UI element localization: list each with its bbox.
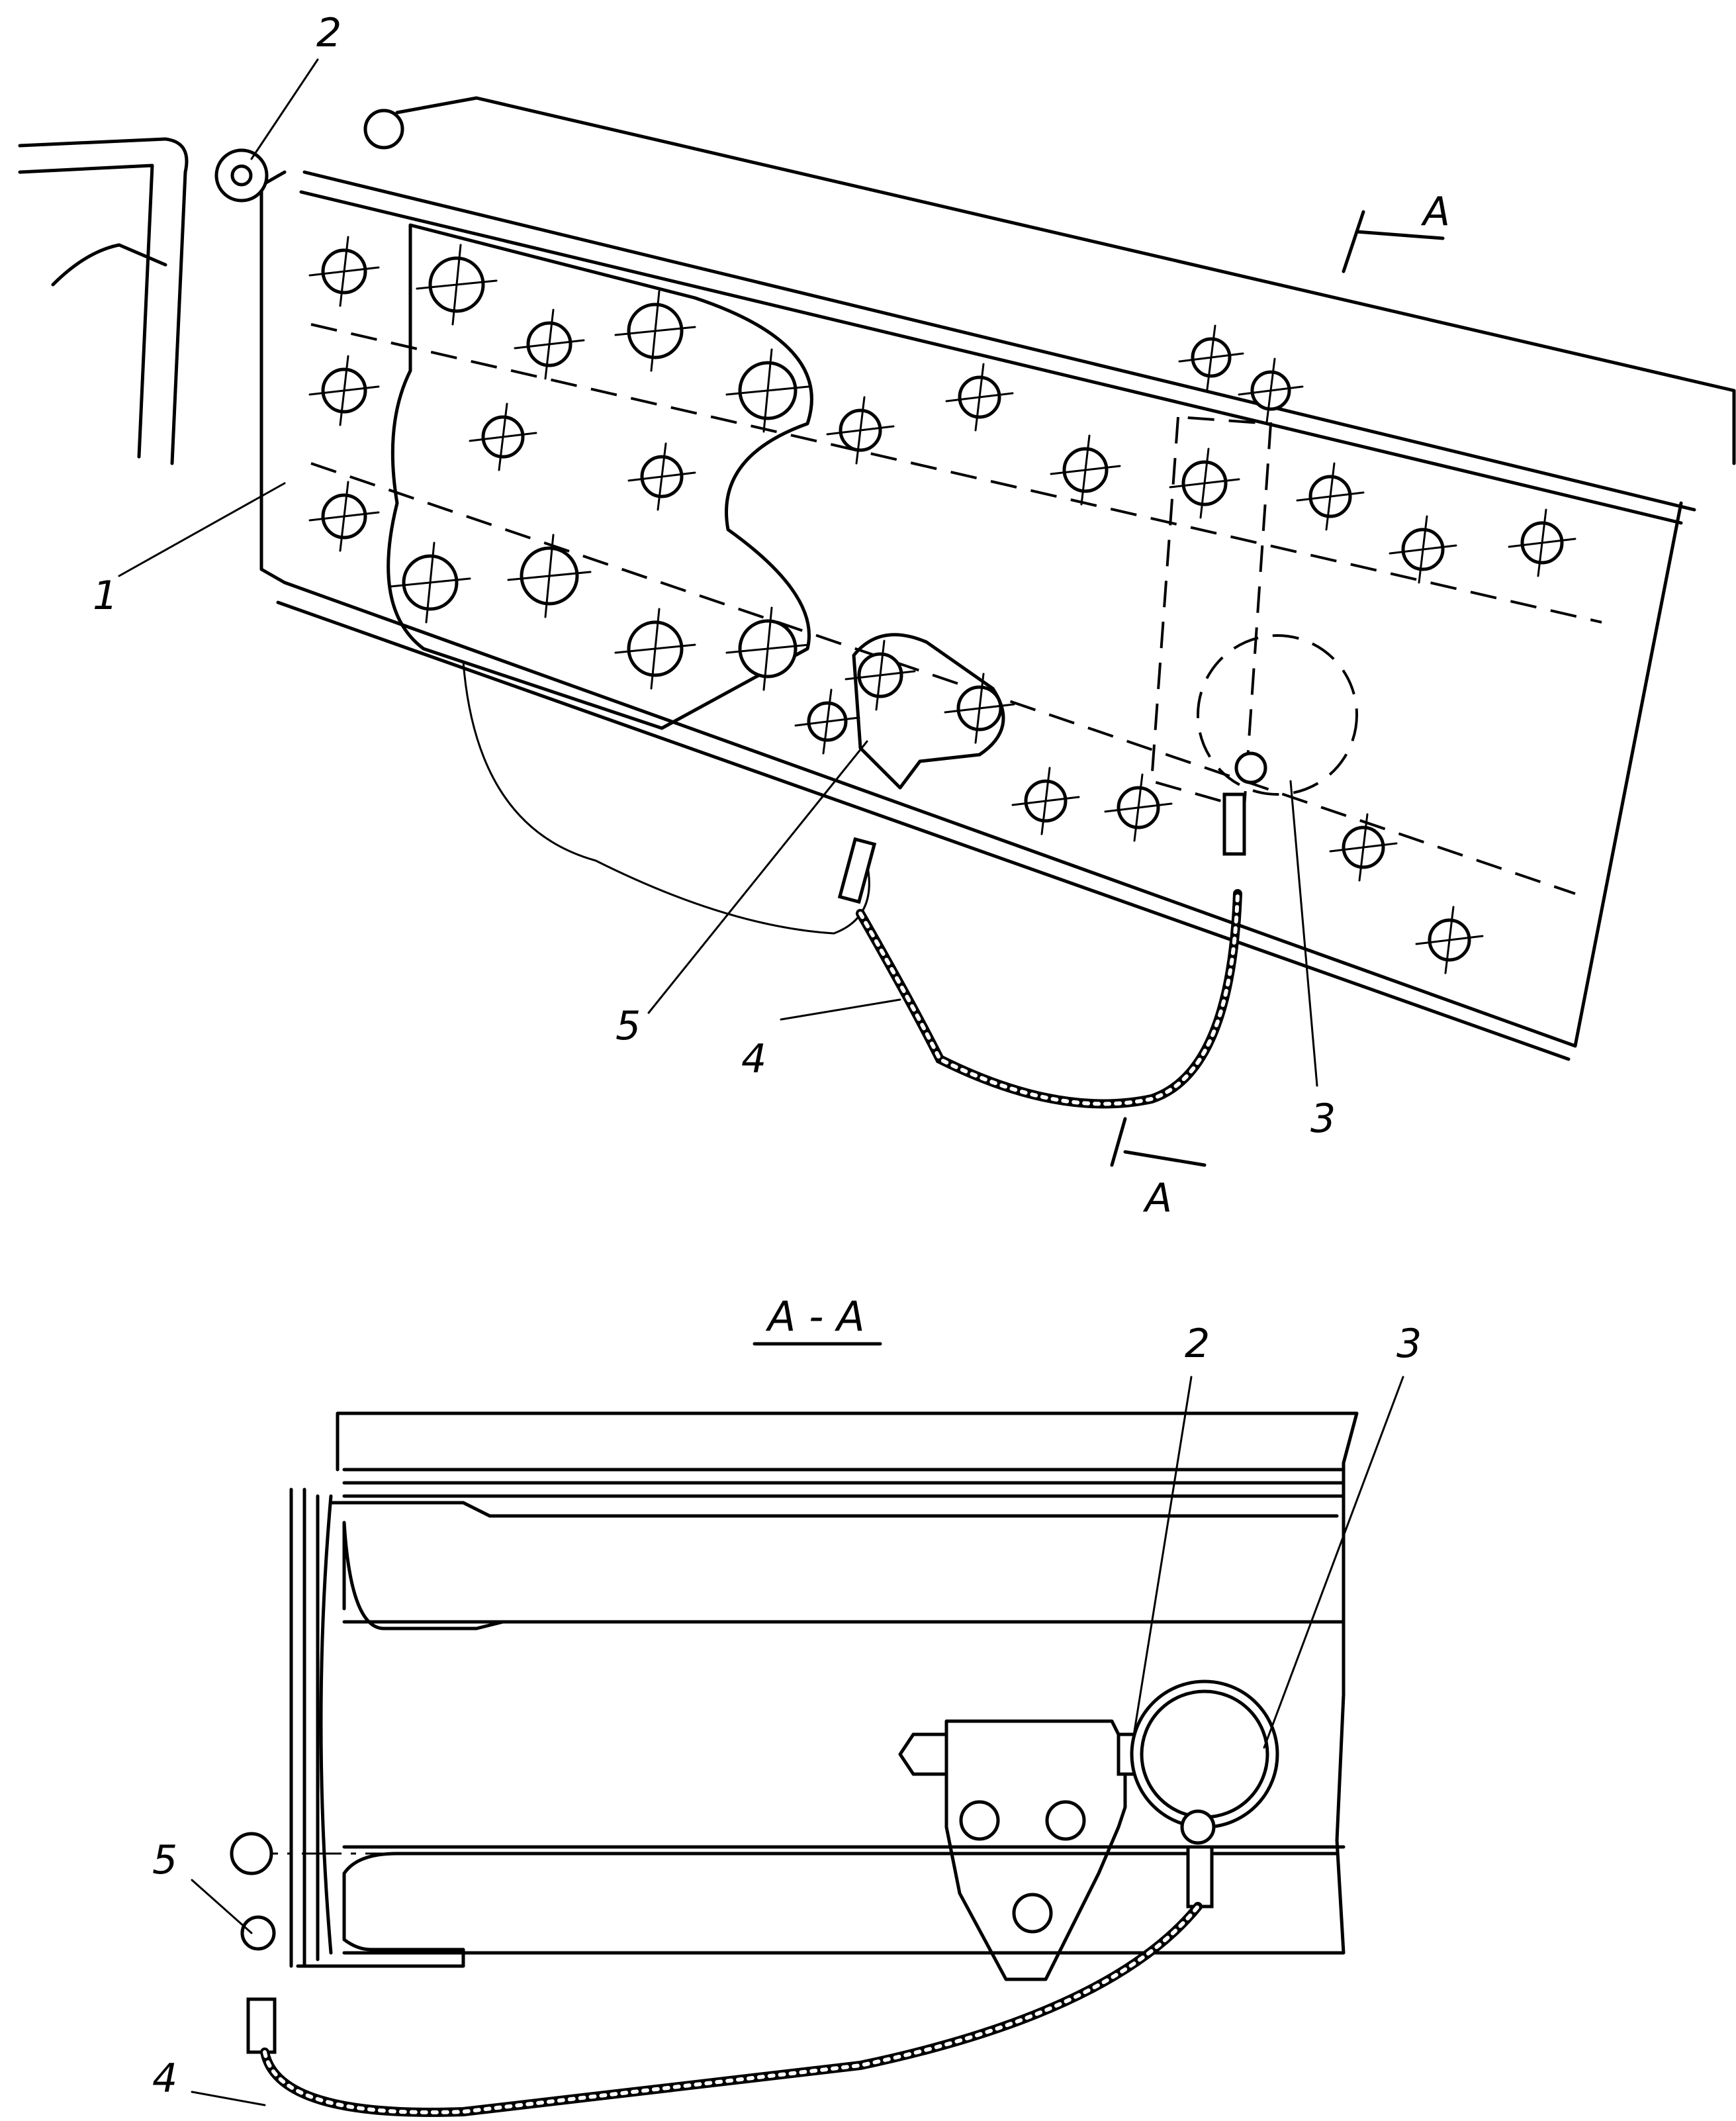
top-view: 2 1 5 4 3 A A <box>18 10 1736 1221</box>
bolt-centerline <box>1199 448 1210 519</box>
cable-4 <box>856 889 1242 1109</box>
bolt-centerline <box>1537 508 1547 577</box>
left-wall <box>289 1487 333 1968</box>
section-view: А - А 2 3 5 4 <box>152 1292 1422 2117</box>
bolt-centerline <box>1206 324 1216 391</box>
leader-3 <box>1289 780 1318 1087</box>
callout-3-section: 3 <box>1396 1321 1422 1367</box>
bolt-centerline <box>425 542 435 624</box>
section-arrow-upper <box>1342 210 1445 273</box>
bolt-centerline <box>339 355 349 426</box>
latch-bolt-right <box>1045 1800 1086 1841</box>
leader-5-section <box>191 1879 253 1934</box>
latch-bolt-bottom <box>1012 1893 1053 1934</box>
ferrule-right <box>1222 792 1246 856</box>
ring-2-inner <box>230 164 253 187</box>
latch-bolt-left <box>959 1800 1000 1841</box>
leader-2-section <box>1130 1376 1193 1749</box>
callout-3-top: 3 <box>1310 1096 1336 1142</box>
callout-4-top: 4 <box>741 1036 766 1082</box>
plate-1 <box>387 223 813 730</box>
bolt-centerline <box>1358 813 1369 882</box>
bolt-centerline <box>855 396 866 465</box>
callout-5-section: 5 <box>152 1837 177 1883</box>
leader-1 <box>118 482 286 577</box>
ring-top <box>363 109 404 150</box>
bolt-centerline <box>1265 357 1276 424</box>
ring-5-section <box>240 1915 276 1951</box>
bolt-centerline <box>1418 515 1428 584</box>
hidden-circle <box>1197 634 1358 796</box>
bolt-centerline <box>544 534 555 618</box>
section-title: А - А <box>765 1292 865 1341</box>
bolt-centerline <box>1325 462 1336 531</box>
bolt-centerline <box>451 244 462 326</box>
bolt-head-section <box>230 1832 273 1875</box>
bolt-centerline <box>339 481 349 552</box>
wire-outline <box>462 661 870 935</box>
bolt-centerline <box>339 236 349 307</box>
beam-outline <box>259 96 1736 1061</box>
leader-3-section <box>1263 1376 1404 1749</box>
bolt-centerline <box>974 363 985 432</box>
section-mark-upper: A <box>1420 189 1450 235</box>
bracket-2 <box>18 137 189 465</box>
bolt-centerline <box>650 608 661 690</box>
latch-bracket <box>944 1719 1127 1981</box>
bolt-centerline <box>762 348 773 433</box>
bolt-centerline <box>1444 906 1455 974</box>
bolt-centerline <box>822 688 833 755</box>
bolt-centerline <box>498 402 508 471</box>
callout-1-top: 1 <box>93 573 118 619</box>
cable-4-section-texture <box>263 1905 1200 2114</box>
bolt-centerline <box>1040 767 1051 835</box>
upper-flange <box>329 1501 1339 1630</box>
ring-eye-section <box>1180 1809 1216 1845</box>
bolt-group <box>308 236 1576 974</box>
section-arrow-lower <box>1110 1117 1207 1167</box>
bolt-centerline <box>1133 773 1144 842</box>
cable-4-texture <box>858 892 1240 1106</box>
ferrule-section-left <box>246 1997 277 2054</box>
latch-slide <box>898 1732 948 1776</box>
leader-4 <box>780 998 901 1021</box>
callout-2-section: 2 <box>1185 1321 1210 1367</box>
leader-4-section <box>191 2091 266 2106</box>
callout-5-top: 5 <box>616 1003 641 1049</box>
leader-5 <box>647 740 868 1014</box>
ring-3-eye <box>1234 751 1267 784</box>
lower-flange <box>296 1852 1339 1968</box>
bolt-centerline <box>875 639 886 711</box>
bolt-centerline <box>544 308 555 380</box>
bolt-centerline <box>974 673 985 744</box>
ferrule-section-right <box>1186 1845 1214 1909</box>
leader-2 <box>250 58 319 160</box>
callout-4-section: 4 <box>152 2055 177 2102</box>
section-mark-lower: A <box>1142 1175 1172 1221</box>
hidden-line-upper <box>310 323 1602 624</box>
bolt-centerline <box>762 606 773 691</box>
bolt-centerline <box>1080 434 1091 506</box>
callout-2-top: 2 <box>316 10 342 56</box>
ring-3-section-inner <box>1140 1689 1269 1819</box>
hidden-line-lower <box>310 462 1576 895</box>
ferrule-left <box>837 837 877 904</box>
bolt-centerline <box>650 290 661 372</box>
bolt-centerline <box>657 442 667 511</box>
